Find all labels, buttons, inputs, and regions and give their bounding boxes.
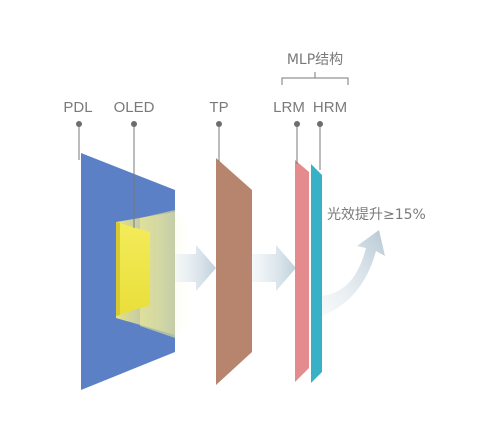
hrm-leader-dot bbox=[317, 121, 323, 127]
mlp-structure-label: MLP结构 bbox=[287, 52, 343, 68]
hrm-label: HRM bbox=[313, 99, 347, 116]
light-arrow-1 bbox=[175, 245, 216, 291]
oled-emitter-edge bbox=[116, 222, 120, 316]
oled-label: OLED bbox=[114, 99, 155, 116]
lrm-leader-dot bbox=[294, 121, 300, 127]
oled-leader-dot bbox=[131, 121, 137, 127]
hrm-layer bbox=[311, 164, 322, 383]
light-arrow-2 bbox=[252, 245, 296, 291]
tp-leader-dot bbox=[216, 121, 222, 127]
pdl-leader-dot bbox=[76, 121, 82, 127]
oled-emitter bbox=[116, 222, 150, 316]
light-output-curve-arrow bbox=[322, 230, 385, 316]
light-efficiency-gain-label: 光效提升≥15% bbox=[327, 207, 426, 223]
tp-layer bbox=[216, 158, 252, 385]
mlp-bracket bbox=[281, 72, 349, 85]
lrm-layer bbox=[295, 160, 309, 382]
lrm-label: LRM bbox=[273, 99, 305, 116]
tp-label: TP bbox=[209, 99, 228, 116]
pdl-label: PDL bbox=[63, 99, 92, 116]
